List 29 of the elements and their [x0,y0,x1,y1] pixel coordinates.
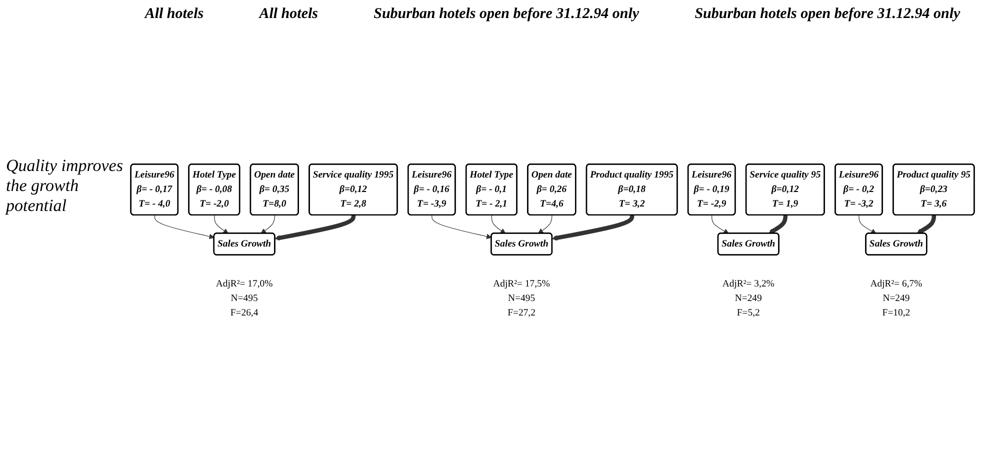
arrow [214,214,228,234]
arrow [552,214,634,241]
arrow [432,214,492,240]
node-label: F=5,2 [736,308,760,318]
node-label: AdjR²= 6,7% [870,278,922,289]
panel-heading: Suburban hotels open before 31.12.94 only [374,6,640,23]
arrow [260,214,275,234]
node-label: N=249 [734,293,762,304]
panel-heading: All hotels [144,6,204,23]
arrow [274,214,356,240]
panel-heading: Suburban hotels open before 31.12.94 only [694,6,960,23]
node-label: F=27,2 [508,308,536,318]
node-label: N=249 [882,293,910,304]
node-label: N=495 [508,293,536,304]
arrow [154,214,214,240]
node-label: F=26,4 [230,308,258,318]
arrow [712,214,729,234]
node-label: AdjR²= 17,0% [216,278,273,289]
arrow [858,214,876,234]
node-label: AdjR²= 17,5% [493,278,550,289]
arrow [916,214,936,234]
node-label: AdjR²= 3,2% [722,278,774,289]
panel-heading: All hotels [259,6,318,23]
node-label: N=495 [230,293,258,304]
arrow [538,214,552,234]
node-label: F=10,2 [882,308,910,318]
arrow [491,214,506,234]
side-note: Quality improves the growth potential [6,156,124,216]
arrow [768,214,788,234]
